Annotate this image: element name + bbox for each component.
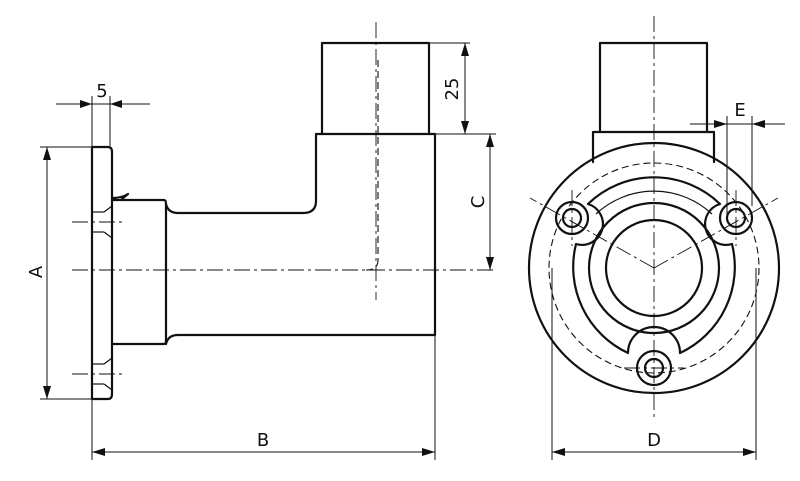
dim-offset-e: E (690, 100, 785, 218)
flange-plate (90, 145, 114, 401)
front-spigot-base (591, 130, 716, 164)
hidden-bore-corner (365, 259, 379, 271)
flange-hole-bottom (72, 357, 126, 391)
dim-label-a: A (26, 265, 47, 278)
dim-label-25: 25 (442, 78, 463, 101)
dim-label-b: B (257, 430, 269, 451)
spigot (320, 41, 431, 136)
collar (110, 192, 168, 346)
dim-label-5: 5 (96, 81, 107, 102)
raised-ring (572, 176, 736, 355)
front-view (527, 16, 781, 420)
pitch-circle (548, 162, 760, 374)
boss-circle (587, 201, 721, 335)
radial-line-left (529, 197, 655, 269)
flange-outer-circle (527, 141, 781, 395)
body-outline (164, 132, 437, 346)
bore-circle (604, 218, 704, 318)
dim-flange-height: A (26, 146, 92, 400)
dim-flange-diameter: D (551, 268, 757, 460)
flange-hole-top (72, 205, 126, 239)
dim-spigot-length: 25 (430, 42, 470, 135)
dim-label-e: E (734, 100, 745, 121)
radial-line-right (653, 197, 779, 269)
dim-flange-thickness: 5 (56, 81, 150, 146)
dim-label-c: C (468, 196, 489, 209)
inner-ring (595, 190, 713, 215)
side-view (72, 22, 496, 401)
dim-overall-length: B (91, 336, 436, 460)
front-spigot (598, 41, 709, 134)
dim-height-c: C (436, 133, 496, 270)
dim-label-d: D (647, 430, 661, 451)
